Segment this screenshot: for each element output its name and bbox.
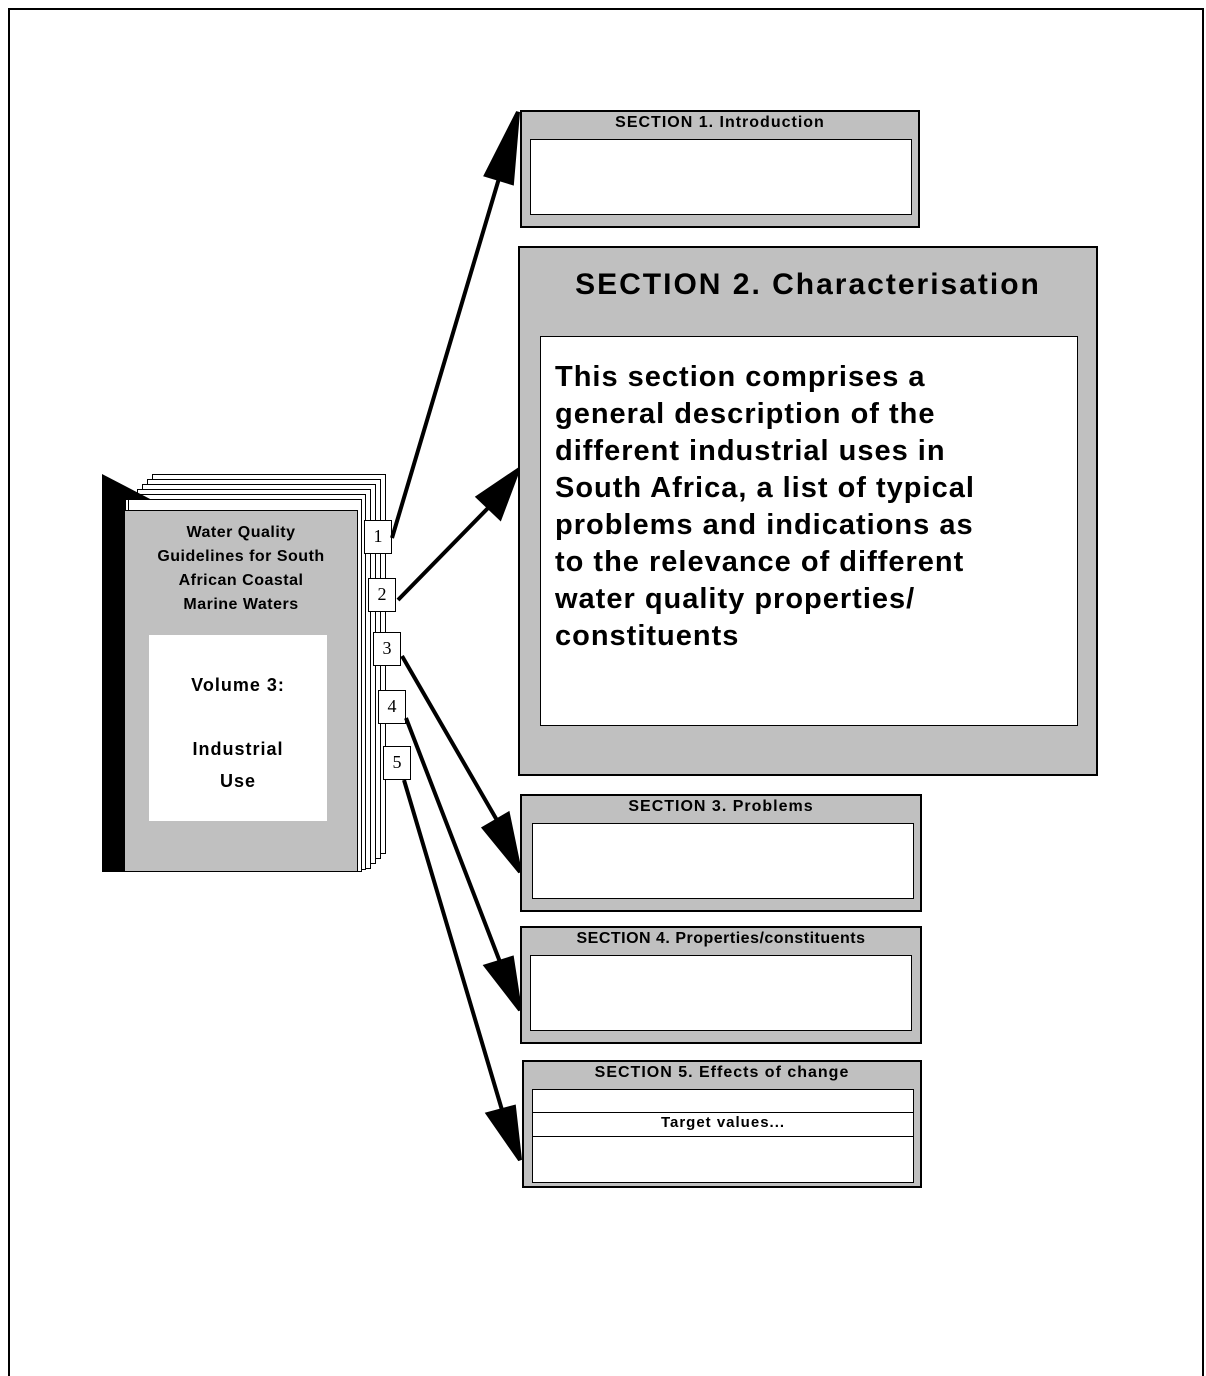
section-4-heading: SECTION 4. Properties/constituents — [576, 930, 866, 947]
description-line: constituents — [555, 620, 740, 652]
description-line: different industrial uses in — [555, 435, 946, 467]
arrow-to-section-3 — [400, 654, 500, 824]
row-divider — [533, 1112, 913, 1113]
arrow-to-section-1 — [390, 174, 502, 539]
section-4-box: SECTION 4. Properties/constituents — [520, 926, 922, 1044]
book-title-line: Guidelines for South — [157, 548, 325, 565]
section-tab-4: 4 — [378, 690, 406, 724]
volume-subject-line: Use — [219, 771, 257, 791]
description-line: South Africa, a list of typical — [555, 472, 975, 504]
arrowhead-section-1 — [483, 111, 520, 186]
arrowhead-section-4 — [482, 955, 522, 1012]
section-1-heading: SECTION 1. Introduction — [615, 114, 825, 131]
section-tab-3: 3 — [373, 632, 401, 666]
section-tab-5: 5 — [383, 746, 411, 780]
section-1-body — [530, 139, 912, 215]
section-2-heading: SECTION 2. Characterisation — [575, 268, 1041, 301]
description-line: to the relevance of different — [555, 546, 965, 578]
section-5-body: Target values... — [532, 1089, 914, 1183]
row-divider — [533, 1136, 913, 1137]
section-2-description: This section comprises a general descrip… — [555, 359, 1063, 655]
section-5-heading: SECTION 5. Effects of change — [594, 1064, 850, 1081]
arrowhead-section-3 — [480, 810, 522, 874]
section-tab-2: 2 — [368, 578, 396, 612]
description-line: general description of the — [555, 398, 936, 430]
volume-subject-line: Industrial — [192, 739, 284, 759]
book-title-line: Marine Waters — [183, 596, 299, 613]
description-line: This section comprises a — [555, 361, 926, 393]
description-line: problems and indications as — [555, 509, 974, 541]
book-cover: Water Quality Guidelines for South Afric… — [124, 510, 358, 872]
book-title-line: African Coastal — [178, 572, 304, 589]
book-spine-top — [102, 474, 152, 500]
arrow-to-section-5 — [402, 779, 504, 1111]
book-volume-label: Volume 3: Industrial Use — [149, 635, 327, 821]
book-title-line: Water Quality — [186, 524, 296, 541]
section-4-body — [530, 955, 912, 1031]
arrowhead-section-2 — [474, 464, 523, 522]
section-5-box: SECTION 5. Effects of change Target valu… — [522, 1060, 922, 1188]
arrow-to-section-4 — [404, 717, 502, 963]
section-3-heading: SECTION 3. Problems — [628, 798, 814, 815]
book-title: Water Quality Guidelines for South Afric… — [125, 521, 357, 617]
section-2-box: SECTION 2. Characterisation This section… — [518, 246, 1098, 776]
target-values-label: Target values... — [660, 1114, 786, 1131]
arrow-to-section-2 — [396, 504, 492, 602]
description-line: water quality properties/ — [555, 583, 916, 615]
book-spine — [102, 496, 126, 872]
page-frame — [8, 8, 1204, 1376]
volume-number: Volume 3: — [191, 675, 285, 695]
section-2-body: This section comprises a general descrip… — [540, 336, 1078, 726]
arrowhead-section-5 — [484, 1104, 522, 1162]
section-3-body — [532, 823, 914, 899]
section-3-box: SECTION 3. Problems — [520, 794, 922, 912]
section-1-box: SECTION 1. Introduction — [520, 110, 920, 228]
